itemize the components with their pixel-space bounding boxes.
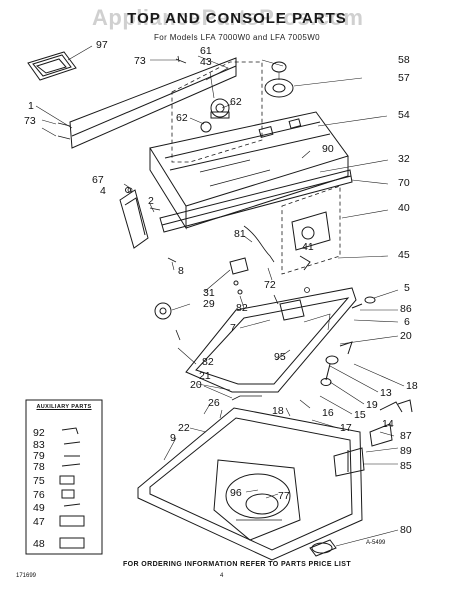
part-label: 73 [24,115,36,127]
lid-switch-29 [154,257,249,320]
lid-95 [185,287,357,393]
part-label: 90 [322,143,334,155]
part-label: 29 [203,298,215,310]
aux-part-label: 49 [33,502,45,514]
hinge-bracket-85 [333,399,413,477]
part-label: 19 [366,399,378,411]
part-label: 82 [236,302,248,314]
part-label: 4 [100,185,106,197]
part-label: 40 [398,202,410,214]
part-label: 58 [398,54,410,66]
part-label: 70 [398,177,410,189]
part-label: 87 [400,430,412,442]
water-level-switch-40 [291,211,331,271]
part-label: 77 [278,490,290,502]
part-label: 18 [272,405,284,417]
aux-part-label: 83 [33,439,45,451]
part-label: 20 [190,379,202,391]
auxiliary-parts-title: AUXILIARY PARTS [36,404,92,410]
aux-part-label: 47 [33,516,45,528]
part-label: 8 [178,265,184,277]
decorative-panel-97 [27,51,77,81]
part-label: 14 [382,418,394,430]
part-label: 16 [322,407,334,419]
ordering-footer: FOR ORDERING INFORMATION REFER TO PARTS … [122,561,352,568]
cabinet-top-22 [137,407,363,561]
part-label: 45 [398,249,410,261]
page-number: 4 [220,573,224,579]
part-label: 62 [176,112,188,124]
aux-part-label: 92 [33,427,45,439]
screws [57,55,310,341]
part-label: 57 [398,72,410,84]
part-label: 22 [178,422,190,434]
leader-lines [35,45,405,547]
knob-assembly-outline [171,61,263,163]
part-label: 62 [230,96,242,108]
lid-stop-20 [231,395,262,401]
watermark: AppliancePartsPros.com [92,5,364,30]
aux-part-label: 79 [33,450,45,462]
part-label: 6 [404,316,410,328]
endcap-4 [119,187,149,249]
document-code: 171699 [16,573,37,579]
part-label: 43 [200,56,212,68]
model-subtitle: For Models LFA 7000W0 and LFA 7005W0 [153,33,321,42]
aux-part-label: 48 [33,538,45,550]
switch-box-outline [281,185,341,275]
figure-code: A-5499 [366,540,386,546]
part-label: 82 [202,356,214,368]
part-label: 95 [274,351,286,363]
part-label: 67 [92,174,104,186]
part-label: 96 [230,487,242,499]
wire-harness-81 [243,225,275,263]
part-label: 61 [200,45,212,57]
part-label: 31 [203,287,215,299]
part-label: 1 [28,100,34,112]
part-label: 21 [199,370,211,382]
bumper-80 [309,539,337,557]
part-label: 41 [302,241,314,253]
timer-knob-62 [200,98,230,133]
control-console-54 [149,111,349,230]
auxiliary-parts-box [25,399,103,555]
part-label: 18 [406,380,418,392]
console-panel-1 [69,57,237,149]
part-label: 9 [170,432,176,444]
part-label: 85 [400,460,412,472]
part-label: 17 [340,422,352,434]
part-label: 86 [400,303,412,315]
part-label: 72 [264,279,276,291]
lid-hinge-13 [320,341,403,413]
part-label: 2 [148,195,154,207]
part-label: 5 [404,282,410,294]
part-label: 20 [400,330,412,342]
part-label: 89 [400,445,412,457]
part-label: 26 [208,397,220,409]
part-label: 7 [230,322,236,334]
console-brace-70 [159,169,353,233]
part-label: 54 [398,109,410,121]
aux-part-label: 75 [33,475,45,487]
clip-86 [351,296,376,309]
part-label: 81 [234,228,246,240]
part-label: 32 [398,153,410,165]
dial-57 [264,61,294,98]
aux-part-label: 78 [33,461,45,473]
part-label: 73 [134,55,146,67]
part-label: 97 [96,39,108,51]
part-label: 15 [354,409,366,421]
page-title: TOP AND CONSOLE PARTS [127,10,347,27]
part-label: 80 [400,524,412,536]
part-label: 13 [380,387,392,399]
aux-part-label: 76 [33,489,45,501]
